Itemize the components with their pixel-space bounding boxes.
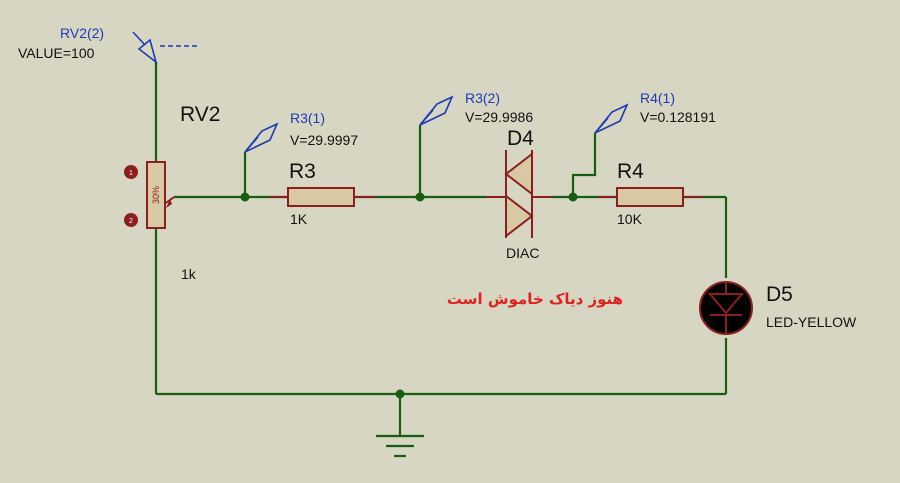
junctions <box>240 192 578 399</box>
rv2-pin1-marker <box>124 165 138 179</box>
diac-status-note: هنوز دیاک خاموش است <box>447 290 623 308</box>
ground-symbol <box>376 434 424 458</box>
r4-1-probe[interactable] <box>594 103 629 134</box>
d5-type-label: LED-YELLOW <box>766 314 857 330</box>
r3-2-probe[interactable] <box>419 95 454 126</box>
r4-value-label: 10K <box>617 211 643 227</box>
r3-2-probe-label: R3(2) <box>465 90 500 106</box>
d4-ref-label: D4 <box>507 127 534 150</box>
rv2-value-text: VALUE=100 <box>18 45 95 61</box>
r3-2-probe-voltage: V=29.9986 <box>465 109 533 125</box>
rv2-wiper-percent: 30% <box>151 186 161 204</box>
rv2-pin2-marker <box>124 213 138 227</box>
r3-body[interactable] <box>287 187 355 207</box>
r3-ref-label: R3 <box>289 160 316 183</box>
junction-dot <box>568 192 578 202</box>
d4-diac[interactable] <box>486 150 552 239</box>
probe-tip <box>594 117 609 134</box>
rv2-wiper-arrow <box>166 199 172 208</box>
d4-type-label: DIAC <box>506 245 539 261</box>
rv2-probe-label: RV2(2) <box>60 25 104 41</box>
d5-triangle <box>707 293 745 315</box>
rv2-probe[interactable] <box>132 31 200 65</box>
probe-arrow-icon <box>137 38 158 65</box>
r3-1-probe[interactable] <box>244 122 279 153</box>
rv2-potentiometer[interactable]: 30% 1 2 <box>124 161 175 229</box>
d4-triangle-lower <box>505 193 534 239</box>
junction-dot <box>395 389 405 399</box>
d4-triangle-upper <box>504 151 533 197</box>
r3-1-probe-voltage: V=29.9997 <box>290 132 358 148</box>
d5-led[interactable] <box>699 281 753 335</box>
junction-dot <box>240 192 250 202</box>
rv2-ref-label: RV2 <box>180 103 220 126</box>
rv2-body[interactable] <box>146 161 166 229</box>
r4-1-probe-voltage: V=0.128191 <box>640 109 716 125</box>
probe-arrow-icon <box>594 103 629 134</box>
r4-ref-label: R4 <box>617 160 644 183</box>
rv2-pin2-label: 2 <box>129 218 133 225</box>
r3-1-probe-label: R3(1) <box>290 110 325 126</box>
r3-value-label: 1K <box>290 211 308 227</box>
probe-tip <box>419 109 434 126</box>
wire-probe-r4-1 <box>571 133 597 197</box>
r4-body[interactable] <box>616 187 684 207</box>
probe-tip <box>244 136 259 153</box>
probe-arrow-icon <box>419 95 454 126</box>
rv2-value-label: 1k <box>181 266 197 282</box>
probe-arrow-icon <box>244 122 279 153</box>
junction-dot <box>415 192 425 202</box>
d5-ref-label: D5 <box>766 283 793 306</box>
r3-resistor[interactable] <box>270 187 375 207</box>
r4-1-probe-label: R4(1) <box>640 90 675 106</box>
r4-resistor[interactable] <box>598 187 703 207</box>
rv2-pin1-label: 1 <box>129 170 133 177</box>
probe-stick <box>132 31 146 46</box>
